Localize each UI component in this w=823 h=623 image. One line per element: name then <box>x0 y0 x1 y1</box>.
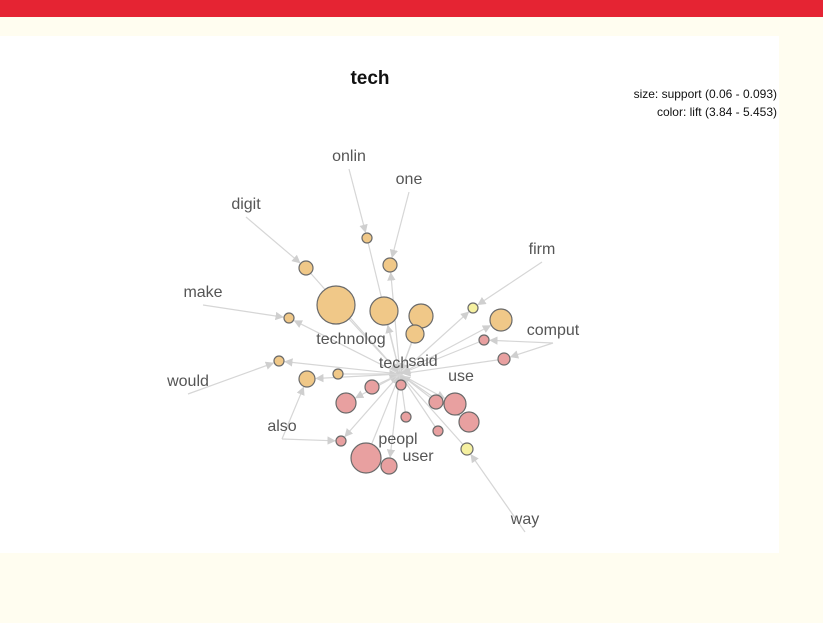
rule-node <box>432 425 444 437</box>
rule-node <box>316 285 356 325</box>
item-label-peopl: peopl <box>378 431 417 448</box>
rule-node <box>478 334 490 346</box>
rule-node <box>350 442 382 474</box>
chart-title: tech <box>350 68 389 89</box>
item-label-way: way <box>510 511 539 528</box>
rule-node <box>335 435 347 447</box>
edge-comput <box>509 342 554 359</box>
edge-from-hub <box>387 272 401 375</box>
rule-node <box>400 411 412 423</box>
rule-node <box>460 442 474 456</box>
item-label-make: make <box>183 284 222 301</box>
item-label-use: use <box>448 368 474 385</box>
rule-node <box>298 260 314 276</box>
item-label-comput: comput <box>527 322 580 339</box>
rule-node <box>369 296 399 326</box>
edge-would <box>187 361 275 395</box>
item-label-user: user <box>402 448 434 465</box>
edge-from-hub <box>284 358 401 375</box>
item-label-also: also <box>267 418 296 435</box>
edge-from-hub <box>293 320 401 375</box>
legend-color: color: lift (3.84 - 5.453) <box>657 105 777 119</box>
rule-node <box>335 392 357 414</box>
edge-from-hub <box>315 373 401 383</box>
item-label-would: would <box>166 373 209 390</box>
graph-edges <box>187 168 554 533</box>
item-label-onlin: onlin <box>332 148 366 165</box>
edge-to-hub <box>401 375 439 432</box>
rule-node <box>497 352 511 366</box>
rule-node <box>283 312 295 324</box>
item-label-said: said <box>408 353 437 370</box>
edge-from-hub <box>344 373 401 438</box>
rule-node <box>380 457 398 475</box>
edge-also <box>281 386 305 440</box>
edge-comput <box>489 336 554 345</box>
edge-also <box>281 436 336 445</box>
rule-node <box>458 411 480 433</box>
edge-to-hub <box>402 358 505 377</box>
rules-graph: tech size: support (0.06 - 0.093) color:… <box>166 68 777 533</box>
rule-node <box>467 302 479 314</box>
graph-labels: onlin one digit firm make comput technolog said… <box>166 148 580 528</box>
rule-node <box>408 303 434 329</box>
edge-from-hub <box>385 324 401 375</box>
rule-node <box>489 308 513 332</box>
graph-nodes <box>273 232 513 475</box>
edge-from-hub <box>399 311 470 375</box>
edge-firm <box>477 261 543 306</box>
edge-way <box>470 454 526 533</box>
legend-size: size: support (0.06 - 0.093) <box>634 87 777 101</box>
rule-node <box>405 324 425 344</box>
edge-to-hub <box>402 339 485 374</box>
edge-digit <box>245 216 301 264</box>
rule-node <box>298 370 316 388</box>
rule-node <box>361 232 373 244</box>
rule-node <box>332 368 344 380</box>
rule-node <box>382 257 398 273</box>
rule-node <box>364 379 380 395</box>
rule-node <box>273 355 285 367</box>
rule-node <box>428 394 444 410</box>
item-label-technolog: technolog <box>316 331 385 348</box>
item-label-tech: tech <box>379 355 409 372</box>
plot-panel: tech size: support (0.06 - 0.093) color:… <box>0 36 779 553</box>
edge-one <box>389 191 410 259</box>
top-accent-bar <box>0 0 823 17</box>
item-label-firm: firm <box>529 241 556 258</box>
edge-onlin <box>348 168 368 234</box>
edge-from-hub <box>399 325 492 375</box>
edge-make <box>202 304 284 321</box>
rule-node <box>443 392 467 416</box>
edge-to-hub <box>401 375 468 450</box>
item-label-one: one <box>396 171 423 188</box>
rule-node <box>395 379 407 391</box>
item-label-digit: digit <box>231 196 261 213</box>
